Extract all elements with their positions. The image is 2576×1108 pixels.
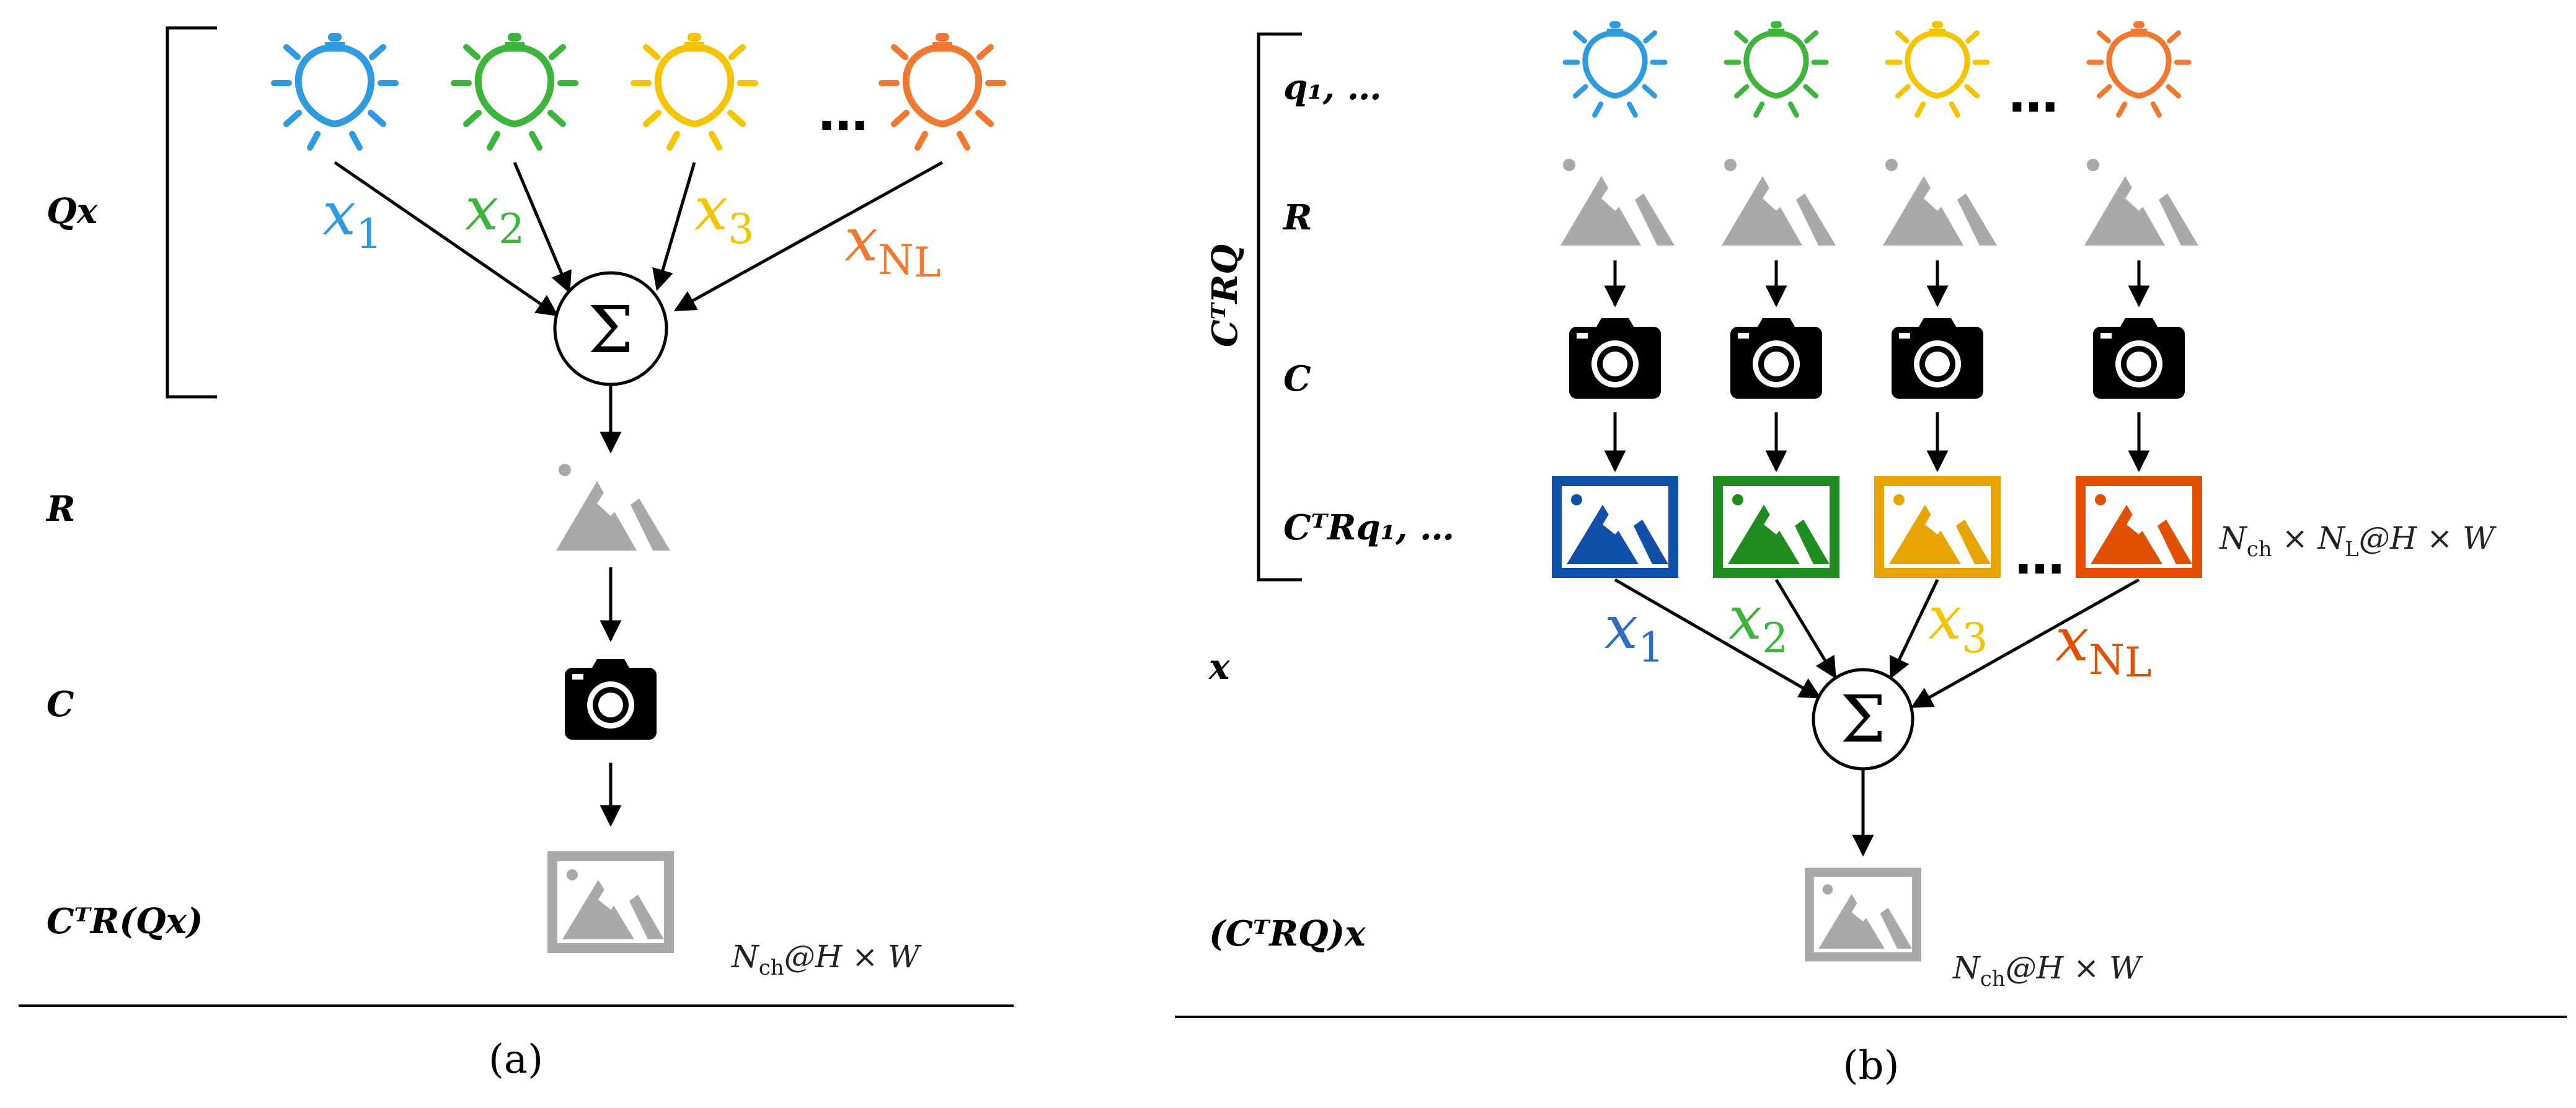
scene-mountain-icon [556, 464, 670, 551]
weight-x1-b: x1 [1604, 593, 1664, 671]
ellipsis-b2: … [2015, 528, 2065, 585]
bracket-ctrq [1257, 32, 1302, 582]
light-bulb-yellow-icon [1888, 21, 1988, 115]
caption-a: (a) [489, 1037, 543, 1083]
weight-xnl-b: xNL [2055, 605, 2152, 686]
label-ctrq1: CᵀRq₁, … [1283, 507, 1454, 548]
scene-mountain-icon [2084, 159, 2198, 246]
arrows-to-sum [334, 161, 944, 317]
caption-b: (b) [1843, 1043, 1900, 1089]
sum-symbol-b: Σ [1840, 681, 1886, 757]
label-r-b: R [1282, 197, 1312, 238]
camera-icon [2093, 318, 2185, 399]
light-bulb-blue-icon [274, 33, 396, 148]
ellipsis-b1: … [2009, 66, 2058, 123]
weight-x3-b: x3 [1928, 583, 1988, 662]
camera-icon [1730, 318, 1822, 399]
light-bulb-orange-icon [2089, 21, 2189, 115]
arrows-camera-to-image [1604, 412, 2150, 472]
image-yellow-icon [1879, 481, 1996, 573]
panel-b: CᵀRQ q₁, … R C CᵀRq₁, … x (CᵀRQ)x … [1175, 21, 2567, 1089]
scene-mountain-icon [1883, 159, 1997, 246]
light-bulb-green-icon [454, 33, 575, 148]
weight-xnl: xNL [844, 205, 941, 286]
light-bulb-orange-icon [882, 33, 1003, 148]
output-image-icon [552, 856, 669, 948]
arrows-images-to-sum [1614, 578, 2140, 709]
light-bulb-blue-icon [1565, 21, 1665, 115]
panel-a: Qx … x1 x2 x3 xNL Σ [19, 26, 1014, 1083]
label-output-b: (CᵀRQ)x [1209, 913, 1366, 954]
light-bulb-green-icon [1727, 21, 1826, 115]
sum-symbol: Σ [588, 292, 634, 368]
output-dimension-b: Nch@H × W [1952, 950, 2143, 991]
arrows-scene-to-camera [1604, 260, 2150, 308]
image-dimension-b: Nch × NL@H × W [2219, 520, 2497, 562]
camera-icon [1892, 318, 1983, 399]
scene-mountain-icon [1722, 159, 1836, 246]
label-q: q₁, … [1283, 67, 1382, 108]
scene-mountain-icon [1560, 159, 1675, 246]
label-r: R [45, 489, 76, 530]
label-qx: Qx [46, 191, 98, 232]
label-c-b: C [1283, 358, 1311, 399]
label-c: C [46, 684, 74, 725]
output-dimension-a: Nch@H × W [731, 939, 922, 980]
label-output: CᵀR(Qx) [46, 901, 203, 942]
bracket-qx [166, 26, 217, 399]
image-orange-icon [2081, 481, 2197, 573]
weight-x1: x1 [322, 179, 382, 258]
camera-icon [565, 659, 657, 740]
label-ctrq: CᵀRQ [1205, 244, 1246, 347]
weight-x2: x2 [465, 174, 524, 253]
ellipsis: … [818, 84, 868, 142]
camera-icon [1569, 318, 1661, 399]
light-bulb-yellow-icon [634, 33, 755, 148]
output-image-icon-b [1810, 872, 1917, 957]
weight-x2-b: x2 [1728, 583, 1788, 662]
image-green-icon [1718, 481, 1835, 573]
image-blue-icon [1557, 481, 1673, 573]
weight-x3: x3 [694, 174, 754, 253]
label-x: x [1208, 647, 1230, 688]
